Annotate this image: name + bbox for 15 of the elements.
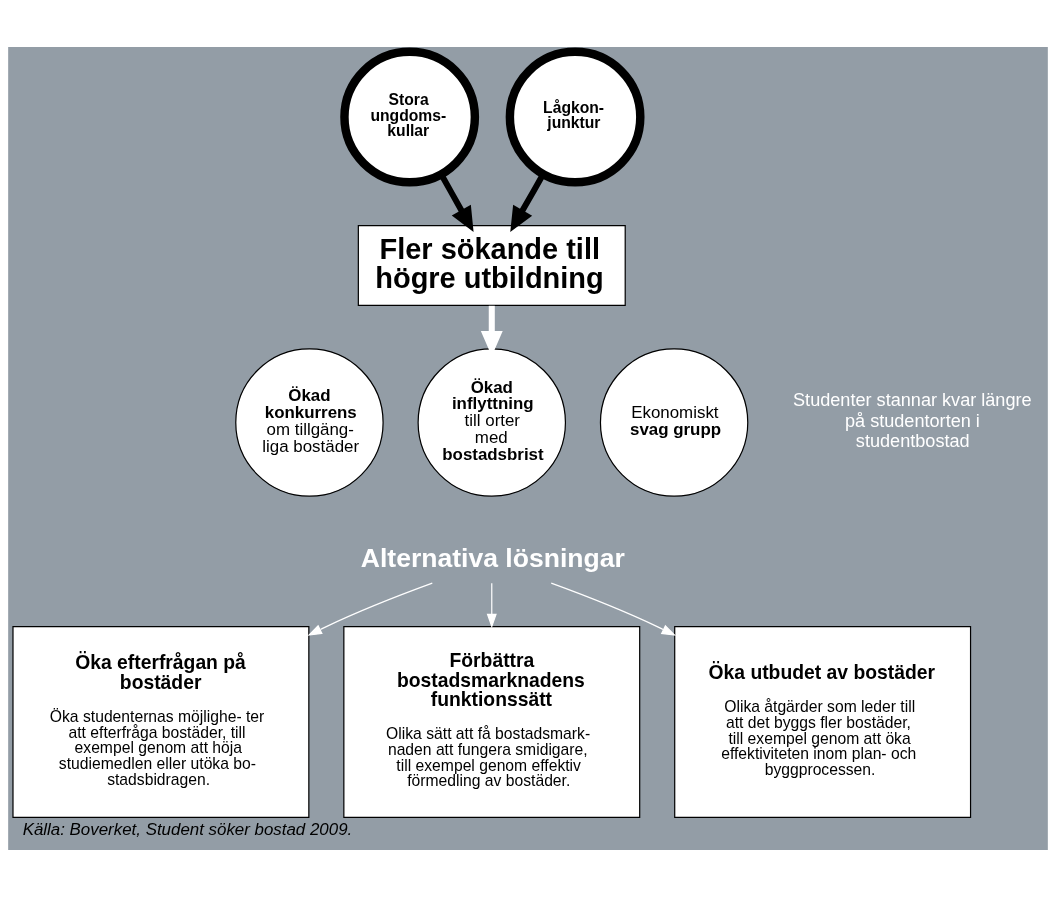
arrow: [550, 582, 677, 636]
node-text: Alternativa lösningar: [360, 542, 625, 573]
arrow: [307, 582, 433, 636]
caption: Källa: Boverket, Student söker bostad 2009.: [22, 819, 353, 839]
node-circle: Stora ungdoms- kullar: [340, 47, 480, 187]
arrow: [486, 582, 497, 629]
node-box: Öka utbudet av bostäder Olika åtgärder som leder till att det byggs fler bostäder, till exempel genom att öka effektiviteten inom plan- och byggprocessen.: [674, 626, 972, 818]
node-box: Förbättra bostadsmarknadens funktionssätt Olika sätt att få bostadsmark- naden att fungera smidigare, till exempel genom effektiv förmedling av bostäder.: [343, 626, 641, 818]
node-circle: Ekonomiskt svag grupp: [599, 348, 749, 497]
node-circle: Ökad inflyttning till orter med bostadsbrist: [417, 348, 567, 497]
node-box: Fler sökande till högre utbildning: [357, 225, 626, 306]
node-circle: Lågkon- junktur: [505, 47, 645, 187]
node-box: Öka efterfrågan på bostäder Öka studenternas möjlighe- ter att efterfråga bostäder, till exempel genom att höja studiemedlen eller utöka bo- stadsbidragen.: [12, 626, 310, 818]
label: Studenter stannar kvar längre på studentorten i studentbostad: [793, 390, 1032, 452]
node-circle: Ökad konkurrens om tillgäng- liga bostäder: [235, 348, 384, 497]
